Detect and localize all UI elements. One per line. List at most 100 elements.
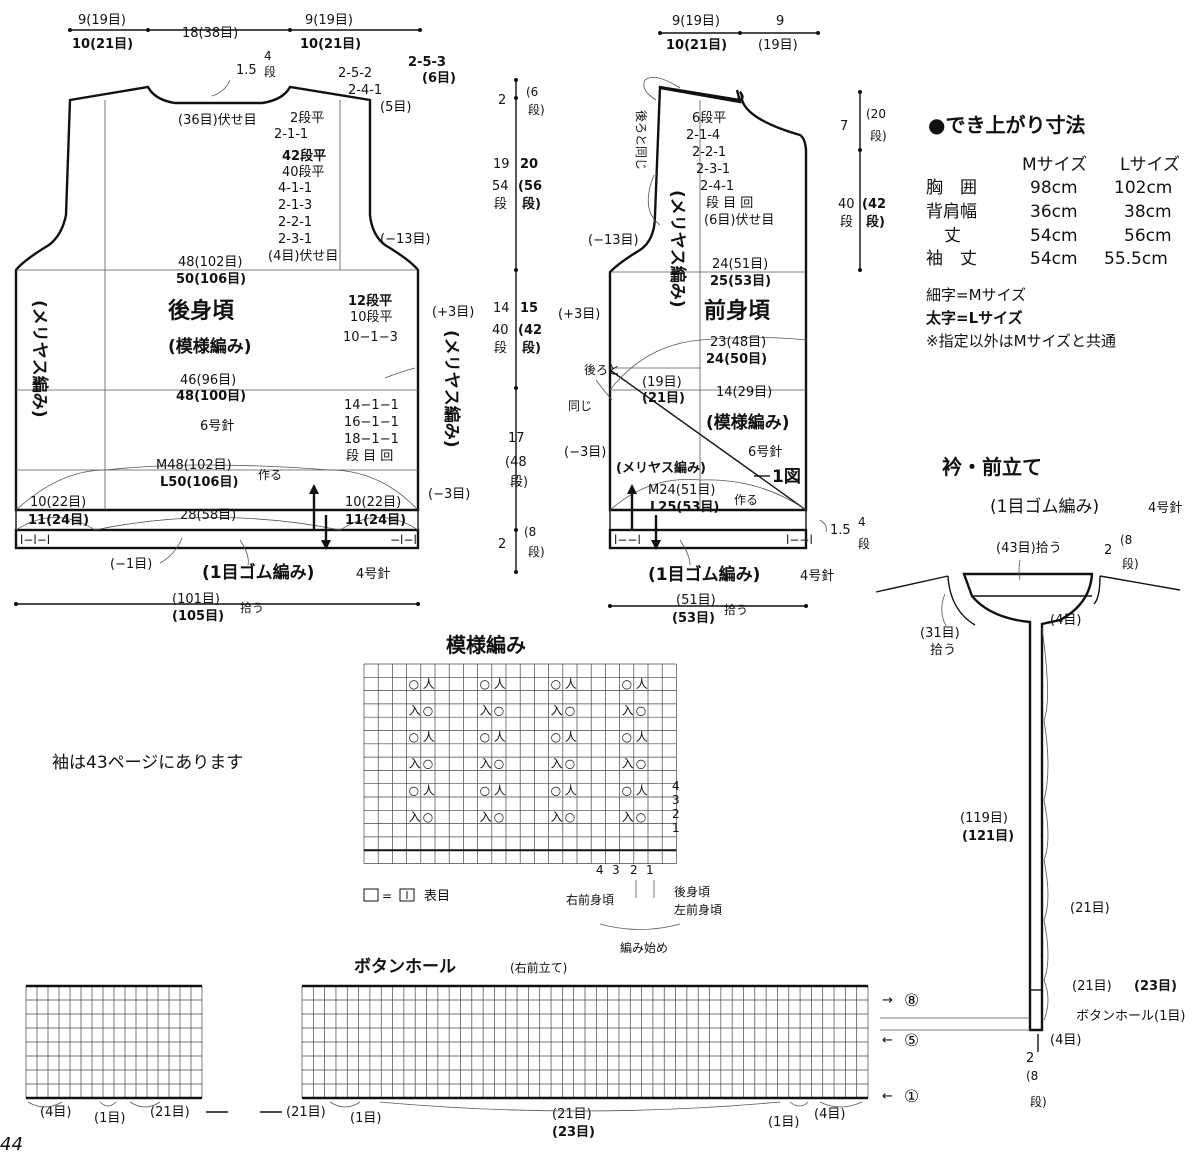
note-1: 細字=Mサイズ xyxy=(926,286,1026,304)
front-waist-m: 23(48目) xyxy=(710,335,766,350)
collar-subtitle: (1目ゴム編み) xyxy=(990,496,1099,517)
pc-col-1: 1 xyxy=(646,863,654,877)
back-title: 後身頃 xyxy=(168,298,235,324)
pattern-symbol: ○ xyxy=(409,730,419,744)
row-1-l: 38cm xyxy=(1124,202,1172,222)
bh-bl-8: (4目) xyxy=(814,1107,845,1122)
pattern-symbol: ○ xyxy=(480,730,490,744)
collar-bottom-rows-1: 段) xyxy=(1030,1094,1047,1109)
back-hem-dec: (−3目) xyxy=(428,487,470,502)
front-neck-1: 2-1-4 xyxy=(686,128,720,143)
pattern-symbol: ○ xyxy=(480,677,490,691)
back-side-2: 10−1−3 xyxy=(343,330,398,345)
pc-row-1: 1 xyxy=(672,821,680,835)
back-lower-3: 段 目 回 xyxy=(346,449,393,464)
svg-text:l−−l: l−−l xyxy=(614,533,641,547)
pc-start: 編み始め xyxy=(620,940,668,955)
note-2: 太字=Lサイズ xyxy=(926,309,1023,327)
pattern-symbol: 人 xyxy=(565,730,577,744)
vd-armhole-rows-l1: 段) xyxy=(522,196,541,212)
back-shoulder2-m: 9(19目) xyxy=(305,13,353,28)
back-armhole-3: 40段平 xyxy=(282,165,325,180)
pattern-symbol: 入 xyxy=(480,810,492,824)
pattern-symbol: 入 xyxy=(480,757,492,771)
front-rib-rows-0: 4 xyxy=(858,515,866,529)
back-bottom-center: 28(58目) xyxy=(180,508,236,523)
front-neck-6: (6目)伏せ目 xyxy=(704,213,774,228)
front-armhole-dec: (−13目) xyxy=(588,233,639,248)
svg-text:l−−l: l−−l xyxy=(786,533,813,547)
collar-title: 衿・前立て xyxy=(942,455,1042,479)
vd-armhole-rows-m0: 54 xyxy=(492,179,509,194)
back-bottom-left-m: 10(22目) xyxy=(30,495,86,510)
pattern-symbol: 人 xyxy=(636,783,648,797)
pc-right-front: 右前身頃 xyxy=(566,892,614,907)
front-side-note2-b: 同じ xyxy=(568,399,592,413)
pc-row-2: 2 xyxy=(672,807,680,821)
front-neck-0: 6段平 xyxy=(692,111,726,126)
collar-buttonhole: ボタンホール(1目) xyxy=(1076,1009,1185,1024)
pattern-symbol: ○ xyxy=(622,730,632,744)
pattern-symbol: 人 xyxy=(494,677,506,691)
row-3-m: 54cm xyxy=(1030,249,1078,269)
collar-back-pickup: (43目)拾う xyxy=(996,541,1062,556)
back-pickup-l: (105目) xyxy=(172,609,224,624)
back-side-0: 12段平 xyxy=(348,293,392,309)
back-armhole-8: (4目)伏せ目 xyxy=(268,249,338,264)
front-pattern-sts-l: (21目) xyxy=(642,391,685,406)
back-rib-label: (1目ゴム編み) xyxy=(202,562,314,583)
front-side-note2-a: 後ろと xyxy=(584,363,620,377)
vd-armhole-l: 20 xyxy=(520,157,538,172)
row-1-label: 背肩幅 xyxy=(926,202,977,222)
row-1-m: 36cm xyxy=(1030,202,1078,222)
bh-row-8: ⑧ xyxy=(904,991,919,1011)
vd-top-rows-0: (6 xyxy=(526,85,538,99)
front-needle: 6号針 xyxy=(748,445,782,460)
back-sh-m3: (5目) xyxy=(380,100,411,115)
pattern-symbol: ○ xyxy=(622,677,632,691)
vd-rib: 2 xyxy=(498,537,506,552)
collar-front-l: (121目) xyxy=(962,829,1014,844)
back-armhole-7: 2-3-1 xyxy=(278,232,312,247)
collar-spacing1: (21目) xyxy=(1070,901,1110,916)
back-sh-m2: 2-4-1 xyxy=(348,83,382,98)
back-chest-m: 48(102目) xyxy=(178,255,243,270)
back-lower-2: 18−1−1 xyxy=(344,432,399,447)
front-rib-needle: 4号針 xyxy=(800,569,834,584)
vd-lower: 17 xyxy=(508,431,525,446)
front-pickup: 拾う xyxy=(724,602,748,617)
front-vert-40-1: 段 xyxy=(840,215,853,230)
back-sh-m1: 2-5-2 xyxy=(338,66,372,81)
vd-lower-rows-1: 段) xyxy=(510,475,528,490)
front-chest-l: 25(53目) xyxy=(710,274,771,289)
pattern-symbol: ○ xyxy=(480,783,490,797)
bh-title: ボタンホール xyxy=(354,957,456,977)
front-title: 前身頃 xyxy=(704,298,771,324)
collar-spacing2-l: (23目) xyxy=(1134,979,1177,994)
back-side-label-r: (メリヤス編み) xyxy=(441,330,462,448)
collar-side-pickup2: 拾う xyxy=(930,643,956,658)
row-0-l: 102cm xyxy=(1114,178,1172,198)
buttonhole-chart: ボタンホール (右前立て) → ⑧ ← ⑤ ← ① (4目) (1目) (21目… xyxy=(25,957,919,1140)
front-side-note: 後ろと同じ xyxy=(634,110,648,170)
back-neck-h: 1.5 xyxy=(236,63,257,78)
bh-bl-2: (21目) xyxy=(150,1105,190,1120)
collar-neck-sts: (4目) xyxy=(1050,613,1081,628)
back-armhole-0: 2段平 xyxy=(290,111,324,126)
collar-band-diagram: 衿・前立て (1目ゴム編み) 4号針 (43目)拾う 2 (8 段) (4目) … xyxy=(875,455,1185,1109)
front-fig: 1図 xyxy=(772,467,801,487)
collar-bottom-h: 2 xyxy=(1026,1051,1034,1066)
back-bottom-right-m: 10(22目) xyxy=(345,495,401,510)
bh-bl-3: (21目) xyxy=(286,1105,326,1120)
finished-sizes-table: ●でき上がり寸法 Mサイズ Lサイズ 胸 囲 98cm 102cm 背肩幅 36… xyxy=(926,113,1180,350)
svg-text:−l−l: −l−l xyxy=(390,533,417,547)
back-side-label: (メリヤス編み) xyxy=(29,300,50,418)
row-2-label: 丈 xyxy=(944,226,961,246)
pc-row-4: 4 xyxy=(672,779,680,793)
bh-bl-6: (23目) xyxy=(552,1125,595,1140)
pattern-symbol: 人 xyxy=(423,783,435,797)
front-pattern-width: 14(29目) xyxy=(716,385,772,400)
pattern-symbol: ○ xyxy=(494,810,504,824)
front-cast-on-l: L25(53目) xyxy=(650,500,719,515)
